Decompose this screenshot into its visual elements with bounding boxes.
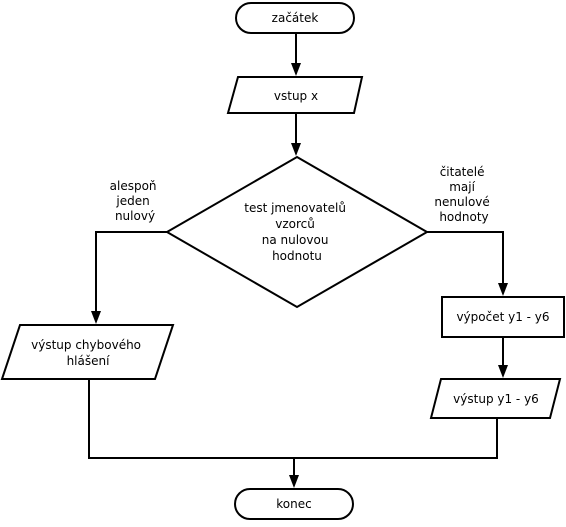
right-branch-line-4: hodnoty [439,210,488,224]
left-branch-line-2: jeden [115,194,149,208]
right-branch-line-1: čitatelé [440,165,485,179]
left-branch-line-1: alespoň [110,179,157,193]
compute-label: výpočet y1 - y6 [456,310,549,324]
result-output-node: výstup y1 - y6 [429,378,562,419]
arrowhead-input [291,63,301,76]
right-branch-label: čitatelé mají nenulové hodnoty [434,165,493,224]
compute-node: výpočet y1 - y6 [441,296,565,338]
decision-label-line-1: test jmenovatelů [244,201,346,215]
right-branch-line-3: nenulové [434,195,489,209]
decision-label: test jmenovatelů vzorců na nulovou hodno… [244,201,350,263]
start-label: začátek [272,11,319,25]
error-output-node: výstup chybového hlášení [0,324,175,380]
decision-label-line-4: hodnotu [272,249,322,263]
arrowhead-error [91,311,101,324]
edge-decision-to-compute [427,231,504,284]
arrowhead-decision [291,143,301,156]
right-branch-line-2: mají [449,180,475,194]
end-node: konec [234,488,354,520]
arrowhead-compute [498,283,508,296]
start-node: začátek [235,2,355,34]
input-node: vstup x [226,76,364,114]
decision-node: test jmenovatelů vzorců na nulovou hodno… [164,155,430,309]
end-label: konec [276,497,311,511]
connectors [88,33,508,488]
edge-decision-to-error [95,231,167,312]
left-branch-line-3: nulový [115,209,155,223]
error-output-line-2: hlášení [67,354,111,368]
decision-label-line-2: vzorců [275,217,315,231]
input-label: vstup x [274,89,318,103]
error-output-line-1: výstup chybového [31,338,141,352]
left-branch-label: alespoň jeden nulový [110,179,161,223]
arrowhead-end [289,475,299,488]
decision-label-line-3: na nulovou [262,233,329,247]
arrowhead-result [498,365,508,378]
error-output-label: výstup chybového hlášení [31,338,145,368]
result-output-label: výstup y1 - y6 [453,392,539,406]
